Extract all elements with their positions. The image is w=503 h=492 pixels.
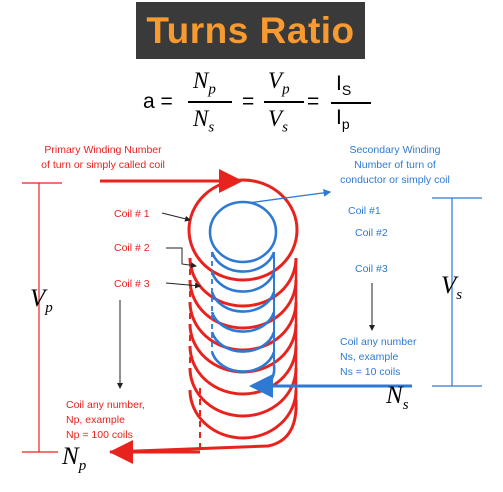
- frac1-den-sub: s: [208, 119, 215, 136]
- ns-sub: s: [402, 397, 409, 413]
- primary-voltage-bracket: [22, 182, 62, 453]
- formula-frac3-den: Ip: [336, 106, 350, 132]
- primary-coil1-label: Coil # 1: [114, 208, 150, 220]
- secondary-coil2-label: Coil #2: [355, 227, 388, 239]
- vp-main: V: [30, 285, 46, 312]
- frac2-line: [264, 101, 304, 103]
- frac3-line: [331, 102, 371, 104]
- frac3-num-main: I: [336, 72, 342, 95]
- primary-heading-line1: Primary Winding Number: [44, 144, 162, 156]
- primary-note-line1: Coil any number,: [66, 399, 145, 411]
- primary-coils: [109, 178, 299, 454]
- np-main: N: [62, 443, 79, 470]
- frac2-den-main: V: [268, 106, 283, 131]
- frac3-den-main: I: [336, 106, 342, 129]
- primary-heading-line2: of turn or simply called coil: [41, 159, 165, 171]
- secondary-voltage-bracket: [432, 197, 482, 387]
- secondary-turns-label: Ns: [386, 382, 409, 414]
- title-banner: Turns Ratio: [136, 2, 365, 59]
- frac1-num-main: N: [193, 68, 209, 93]
- secondary-note-line2: Ns, example: [340, 351, 399, 363]
- formula-lhs: a =: [143, 90, 173, 113]
- primary-coil2-label: Coil # 2: [114, 242, 150, 254]
- primary-coil3-label: Coil # 3: [114, 278, 150, 290]
- primary-note-line3: Np = 100 coils: [66, 429, 133, 441]
- vs-sub: s: [456, 287, 463, 303]
- frac1-line: [188, 101, 232, 103]
- frac3-num-sub: S: [341, 82, 352, 99]
- secondary-coils: [208, 200, 278, 388]
- primary-note-line2: Np, example: [66, 414, 125, 426]
- primary-turns-label: Np: [62, 443, 86, 475]
- formula-eq2: =: [307, 90, 320, 113]
- frac3-den-sub: p: [341, 116, 350, 133]
- secondary-heading-line1: Secondary Winding: [349, 144, 441, 156]
- secondary-heading-line3: conductor or simply coil: [340, 174, 450, 186]
- formula-frac2-num: Vp: [268, 68, 290, 99]
- primary-heading: Primary Winding Number of turn or simply…: [18, 143, 188, 173]
- frac2-den-sub: s: [282, 119, 288, 136]
- primary-note: Coil any number, Np, example Np = 100 co…: [66, 398, 145, 443]
- secondary-heading: Secondary Winding Number of turn of cond…: [320, 143, 470, 188]
- frac1-num-sub: p: [208, 81, 216, 98]
- secondary-top-lead: [247, 188, 332, 204]
- formula-frac1-den: Ns: [193, 106, 214, 137]
- frac1-den-main: N: [193, 106, 209, 131]
- np-sub: p: [78, 458, 87, 474]
- page-title: Turns Ratio: [146, 9, 355, 51]
- secondary-note-line3: Ns = 10 coils: [340, 366, 401, 378]
- secondary-note: Coil any number Ns, example Ns = 10 coil…: [340, 335, 416, 380]
- formula-frac1-num: Np: [193, 68, 216, 99]
- vs-main: V: [441, 272, 457, 299]
- secondary-note-line1: Coil any number: [340, 336, 417, 348]
- secondary-voltage-label: Vs: [441, 272, 462, 304]
- formula-eq1: =: [242, 90, 255, 113]
- frac2-num-sub: p: [282, 81, 290, 98]
- ns-main: N: [386, 382, 403, 409]
- formula-frac3-num: IS: [336, 72, 351, 98]
- formula-frac2-den: Vs: [268, 106, 288, 137]
- secondary-coil1-label: Coil #1: [348, 205, 381, 217]
- secondary-heading-line2: Number of turn of: [354, 159, 436, 171]
- primary-coil-pointers: [117, 212, 375, 389]
- frac2-num-main: V: [268, 68, 283, 93]
- secondary-coil3-label: Coil #3: [355, 263, 388, 275]
- primary-voltage-label: Vp: [30, 285, 53, 317]
- vp-sub: p: [45, 300, 53, 316]
